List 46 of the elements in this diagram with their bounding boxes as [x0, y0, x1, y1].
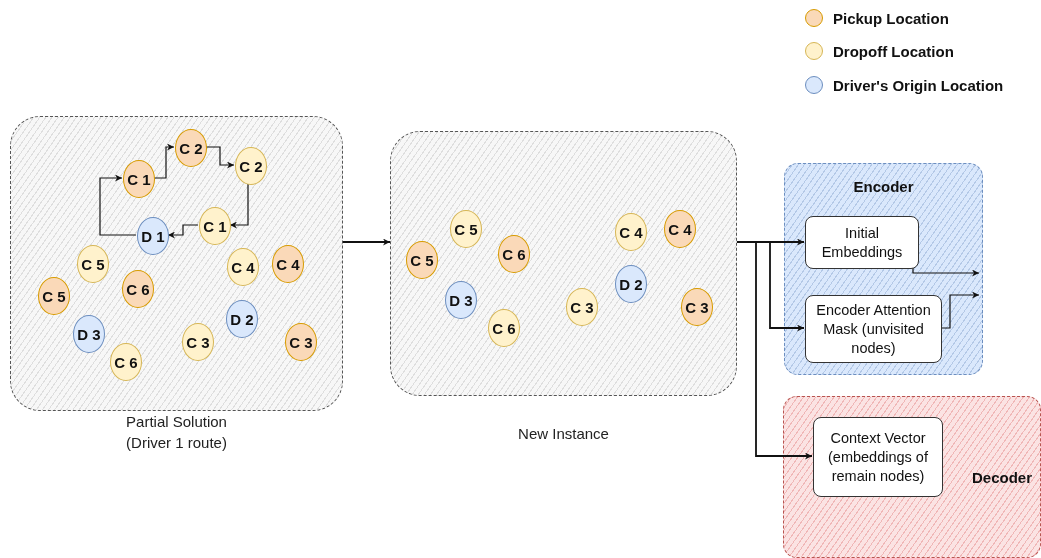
- location-circle: C 6: [488, 309, 520, 347]
- location-circle: C 1: [199, 207, 231, 245]
- location-circle: C 4: [272, 245, 304, 283]
- location-circle: C 4: [227, 248, 259, 286]
- location-circle: D 2: [615, 265, 647, 303]
- location-circle: C 2: [235, 147, 267, 185]
- location-circle: C 4: [615, 213, 647, 251]
- location-circle: C 3: [182, 323, 214, 361]
- location-circle: D 1: [137, 217, 169, 255]
- process-box: Initial Embeddings: [805, 216, 919, 269]
- location-circle: C 1: [123, 160, 155, 198]
- arrow: [736, 241, 813, 460]
- location-circle: C 6: [498, 235, 530, 273]
- location-circle: D 3: [445, 281, 477, 319]
- arrow: [167, 224, 199, 239]
- arrow: [342, 238, 391, 246]
- location-circle: C 6: [110, 343, 142, 381]
- region-panel: [783, 396, 1041, 558]
- arrow: [912, 267, 980, 277]
- process-box: Encoder Attention Mask (unvisited nodes): [805, 295, 942, 363]
- location-circle: C 4: [664, 210, 696, 248]
- location-circle: C 5: [450, 210, 482, 248]
- arrow: [229, 183, 249, 229]
- legend-label: Dropoff Location: [833, 42, 954, 60]
- location-circle: C 3: [566, 288, 598, 326]
- arrow: [99, 174, 137, 236]
- panel-heading: Encoder: [853, 178, 914, 195]
- process-box: Context Vector (embeddings of remain nodes): [813, 417, 943, 497]
- region-panel: [784, 163, 983, 375]
- legend-label: Driver's Origin Location: [833, 76, 1004, 94]
- location-circle: C 3: [681, 288, 713, 326]
- arrow: [205, 146, 235, 169]
- location-circle: C 6: [122, 270, 154, 308]
- arrow: [940, 291, 980, 329]
- panel-caption: New Instance: [518, 424, 609, 444]
- location-circle: C 5: [77, 245, 109, 283]
- location-circle: C 3: [285, 323, 317, 361]
- location-circle: C 5: [406, 241, 438, 279]
- location-circle: D 2: [226, 300, 258, 338]
- location-circle: D 3: [73, 315, 105, 353]
- location-circle: C 2: [175, 129, 207, 167]
- panel-heading: Decoder: [971, 469, 1032, 486]
- location-circle: C 5: [38, 277, 70, 315]
- arrow: [153, 143, 175, 179]
- panel-caption: Partial Solution (Driver 1 route): [125, 412, 228, 453]
- legend-label: Pickup Location: [833, 9, 949, 27]
